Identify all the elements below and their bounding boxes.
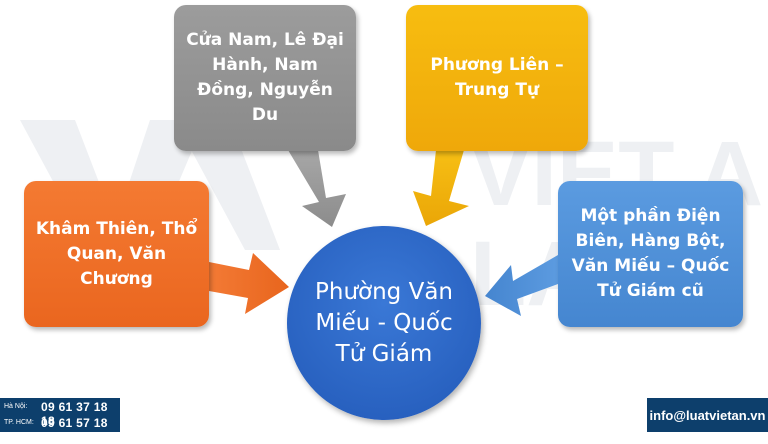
- arrow-gray: [288, 150, 346, 227]
- contact-email[interactable]: info@luatvietan.vn: [649, 407, 766, 423]
- source-label-phuong-lien: Phương Liên – Trung Tự: [430, 55, 564, 100]
- hanoi-label: Hà Nội:: [4, 403, 28, 410]
- source-label-kham-thien: Khâm Thiên, Thổ Quan, Văn Chương: [35, 218, 198, 289]
- source-label-cua-nam: Cửa Nam, Lê Đại Hành, Nam Đồng, Nguyễn D…: [186, 30, 344, 125]
- footer-phone-bar: Hà Nội: 09 61 37 18 18 TP. HCM: 09 61 57…: [0, 398, 120, 444]
- arrow-orange: [209, 253, 289, 314]
- source-box-kham-thien: Khâm Thiên, Thổ Quan, Văn Chương: [24, 181, 209, 327]
- center-ward-label: Phường Văn Miếu - Quốc Tử Giám: [315, 278, 453, 367]
- source-box-dien-bien: Một phần Điện Biên, Hàng Bột, Văn Miếu –…: [558, 181, 743, 327]
- arrows-layer: [209, 150, 558, 316]
- source-box-phuong-lien: Phương Liên – Trung Tự: [406, 5, 588, 151]
- hanoi-phone-row: Hà Nội: 09 61 37 18 18: [0, 400, 120, 428]
- hcm-phone[interactable]: 09 61 57 18 18: [41, 416, 108, 444]
- source-box-cua-nam: Cửa Nam, Lê Đại Hành, Nam Đồng, Nguyễn D…: [174, 5, 356, 151]
- hanoi-phone[interactable]: 09 61 37 18 18: [41, 400, 108, 428]
- source-label-dien-bien: Một phần Điện Biên, Hàng Bột, Văn Miếu –…: [571, 206, 730, 301]
- arrow-blue: [485, 255, 558, 316]
- footer-email-bar: info@luatvietan.vn: [647, 398, 768, 432]
- arrow-yellow: [413, 150, 469, 226]
- hcm-label: TP. HCM:: [4, 419, 34, 426]
- center-ward-circle: Phường Văn Miếu - Quốc Tử Giám: [287, 226, 481, 420]
- hcm-phone-row: TP. HCM: 09 61 57 18 18: [0, 416, 120, 444]
